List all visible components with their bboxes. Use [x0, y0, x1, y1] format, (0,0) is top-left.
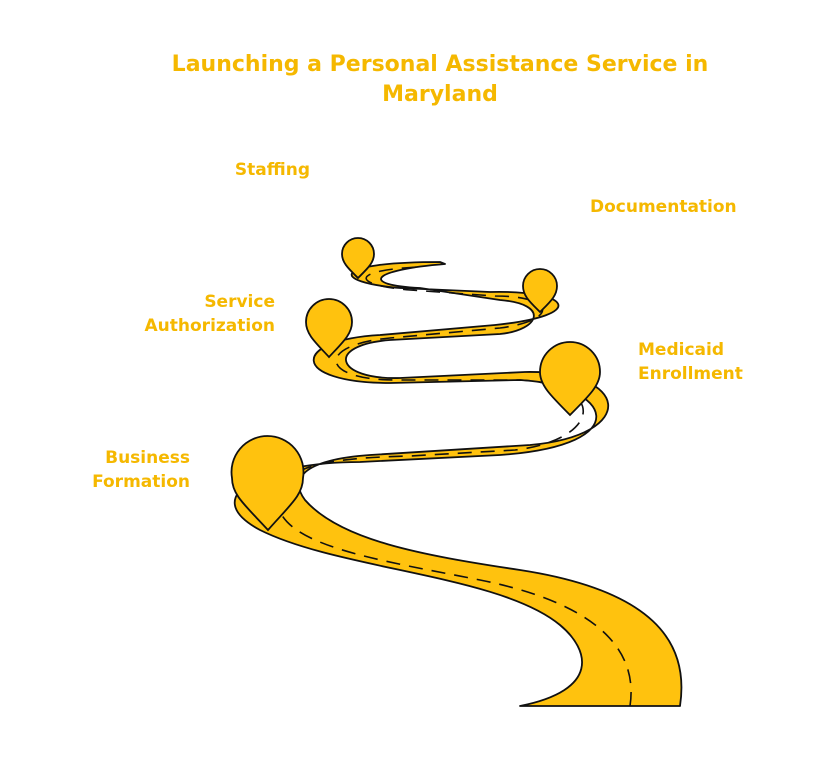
label-staffing: Staffing — [220, 158, 310, 182]
label-medicaid-enrollment-line-1: Medicaid — [638, 340, 724, 360]
label-business-formation-line-2: Formation — [92, 472, 190, 492]
pin-business-formation — [230, 435, 305, 532]
label-service-authorization-line-1: Service — [204, 292, 275, 312]
label-medicaid-enrollment: Medicaid Enrollment — [638, 338, 778, 386]
pin-documentation — [522, 268, 558, 314]
label-business-formation: Business Formation — [60, 446, 190, 494]
label-business-formation-line-1: Business — [105, 448, 190, 468]
pin-service-authorization — [305, 298, 353, 359]
label-staffing-line-1: Staffing — [234, 160, 310, 180]
pin-staffing — [341, 237, 375, 280]
label-documentation-line-1: Documentation — [590, 197, 737, 217]
label-medicaid-enrollment-line-2: Enrollment — [638, 364, 743, 384]
diagram-title: Launching a Personal Assistance Service … — [171, 52, 709, 107]
label-service-authorization: Service Authorization — [115, 290, 275, 338]
pin-medicaid-enrollment — [539, 341, 601, 417]
label-documentation: Documentation — [590, 195, 770, 219]
label-service-authorization-line-2: Authorization — [144, 316, 275, 336]
